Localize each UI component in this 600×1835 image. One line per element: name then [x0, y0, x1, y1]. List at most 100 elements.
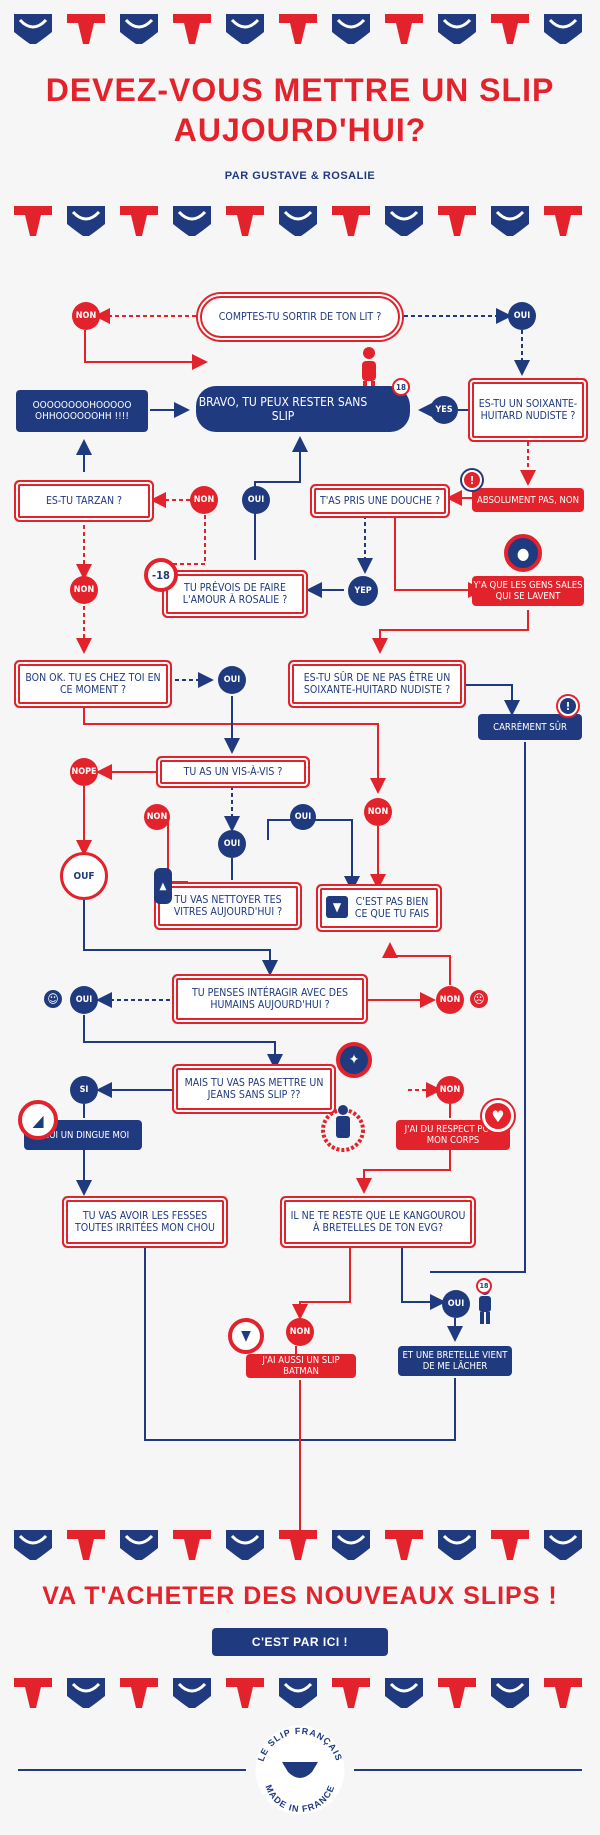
briefs-red-icon [173, 1530, 211, 1560]
branch-oui-vitres: OUI [290, 804, 316, 830]
shop-button[interactable]: C'EST PAR ICI ! [212, 1628, 388, 1656]
briefs-red-icon [385, 14, 423, 44]
spray-bottle-icon: ▲ [154, 868, 172, 904]
branch-non-vitres: NON [144, 804, 170, 830]
warning-icon: ! [558, 696, 578, 716]
branch-oui-visavis: OUI [218, 830, 246, 858]
branch-si: SI [70, 1076, 98, 1104]
briefs-red-icon [14, 206, 52, 236]
question-tarzan: ES-TU TARZAN ? [16, 482, 152, 520]
briefs-blue-icon [544, 14, 582, 44]
question-bonok: BON OK. TU ES CHEZ TOI EN CE MOMENT ? [16, 662, 170, 706]
suspenders-figure-icon [321, 1105, 365, 1152]
answer-batman: J'AI AUSSI UN SLIP BATMAN [246, 1354, 356, 1378]
briefs-blue-icon [120, 1530, 158, 1560]
question-interagir: TU PENSES INTÉRAGIR AVEC DES HUMAINS AUJ… [174, 976, 366, 1022]
branch-non-essur: NON [364, 798, 392, 826]
heart-icon: ♥ [482, 1100, 514, 1132]
pig-icon: ● [504, 534, 542, 572]
byline: PAR GUSTAVE & ROSALIE [224, 170, 376, 182]
briefs-red-icon [544, 1678, 582, 1708]
briefs-blue-icon [385, 1678, 423, 1708]
smile-icon: ☺ [44, 990, 62, 1008]
question-kangourou: IL NE TE RESTE QUE LE KANGOUROU À BRETEL… [282, 1198, 474, 1246]
briefs-blue-icon [279, 1678, 317, 1708]
result-fesses: TU VAS AVOIR LES FESSES TOUTES IRRITÉES … [64, 1198, 226, 1246]
briefs-red-icon [120, 206, 158, 236]
briefs-highlight [495, 210, 525, 221]
briefs-red-icon [491, 1530, 529, 1560]
branch-ouf: OUF [60, 852, 108, 900]
briefs-red-icon [279, 1530, 317, 1560]
briefs-red-icon [14, 1678, 52, 1708]
age-18-badge: 18 [392, 378, 410, 396]
thumbs-down-icon: ▼ [326, 896, 348, 918]
briefs-highlight [442, 18, 472, 29]
frown-icon: ☹ [470, 990, 488, 1008]
briefs-highlight [230, 1534, 260, 1545]
age-18-badge: -18 [144, 558, 178, 592]
briefs-blue-icon [279, 206, 317, 236]
briefs-red-icon [491, 14, 529, 44]
briefs-highlight [177, 210, 207, 221]
briefs-blue-icon [491, 1678, 529, 1708]
wings-icon: ✦ [336, 1042, 372, 1078]
briefs-blue-icon [14, 1530, 52, 1560]
briefs-highlight [124, 1534, 154, 1545]
briefs-highlight [18, 1534, 48, 1545]
briefs-highlight [71, 210, 101, 221]
briefs-highlight [548, 18, 578, 29]
briefs-blue-icon [173, 1678, 211, 1708]
briefs-red-icon [385, 1530, 423, 1560]
branch-non-tarzan-down: NON [70, 576, 98, 604]
briefs-pattern [14, 14, 582, 1708]
question-start: COMPTES-TU SORTIR DE TON LIT ? [198, 294, 402, 340]
question-visavis: TU AS UN VIS-À-VIS ? [158, 758, 308, 786]
briefs-blue-icon [14, 14, 52, 44]
answer-bretelle: ET UNE BRETELLE VIENT DE ME LÂCHER [398, 1346, 512, 1376]
briefs-blue-icon [332, 1530, 370, 1560]
branch-non-tarzan: NON [190, 486, 218, 514]
answer-carrement: CARRÉMENT SÛR [478, 714, 582, 740]
page-title-line1: DEVEZ-VOUS METTRE UN SLIP [45, 72, 555, 108]
briefs-red-icon [120, 1678, 158, 1708]
briefs-highlight [336, 18, 366, 29]
question-jeans: MAIS TU VAS PAS METTRE UN JEANS SANS SLI… [174, 1066, 334, 1112]
briefs-highlight [71, 1682, 101, 1693]
briefs-red-icon [438, 206, 476, 236]
briefs-red-icon [279, 14, 317, 44]
result-ohoh: OOOOOOOOHOOOOO OHHOOOOOOHH !!!! [16, 390, 148, 432]
brief-logo-icon [282, 1762, 318, 1778]
briefs-blue-icon [120, 14, 158, 44]
briefs-red-icon [226, 206, 264, 236]
question-soixante: ES-TU UN SOIXANTE-HUITARD NUDISTE ? [470, 380, 586, 440]
branch-non-kangourou: NON [286, 1318, 314, 1346]
briefs-blue-icon [67, 1678, 105, 1708]
question-rosalie: TU PRÉVOIS DE FAIRE L'AMOUR À ROSALIE ? [164, 572, 306, 616]
briefs-blue-icon [491, 206, 529, 236]
answer-sales: Y'A QUE LES GENS SALES QUI SE LAVENT [472, 576, 584, 606]
briefs-blue-icon [173, 206, 211, 236]
call-to-action: VA T'ACHETER DES NOUVEAUX SLIPS ! [42, 1582, 558, 1610]
foot-icon: ◢ [18, 1100, 58, 1140]
result-bravo: BRAVO, TU PEUX RESTER SANS SLIP [196, 386, 410, 432]
briefs-blue-icon [544, 1530, 582, 1560]
briefs-red-icon [226, 1678, 264, 1708]
briefs-blue-icon [385, 206, 423, 236]
answer-absolument: ABSOLUMENT PAS, NON [472, 488, 584, 512]
question-vitres: TU VAS NETTOYER TES VITRES AUJOURD'HUI ? [156, 884, 300, 928]
briefs-highlight [389, 210, 419, 221]
briefs-red-icon [332, 206, 370, 236]
branch-oui-kangourou: OUI [442, 1290, 470, 1318]
briefs-highlight [548, 1534, 578, 1545]
briefs-highlight [283, 1682, 313, 1693]
briefs-red-icon [438, 1678, 476, 1708]
brand-logo: LE SLIP FRANÇAIS MADE IN FRANCE [18, 1725, 582, 1815]
briefs-red-icon [67, 1530, 105, 1560]
branch-oui-rosalie: OUI [242, 486, 270, 514]
briefs-highlight [495, 1682, 525, 1693]
branch-yes: YES [430, 396, 458, 424]
briefs-highlight [283, 210, 313, 221]
briefs-red-icon [544, 206, 582, 236]
branch-non-jeans: NON [436, 1076, 464, 1104]
